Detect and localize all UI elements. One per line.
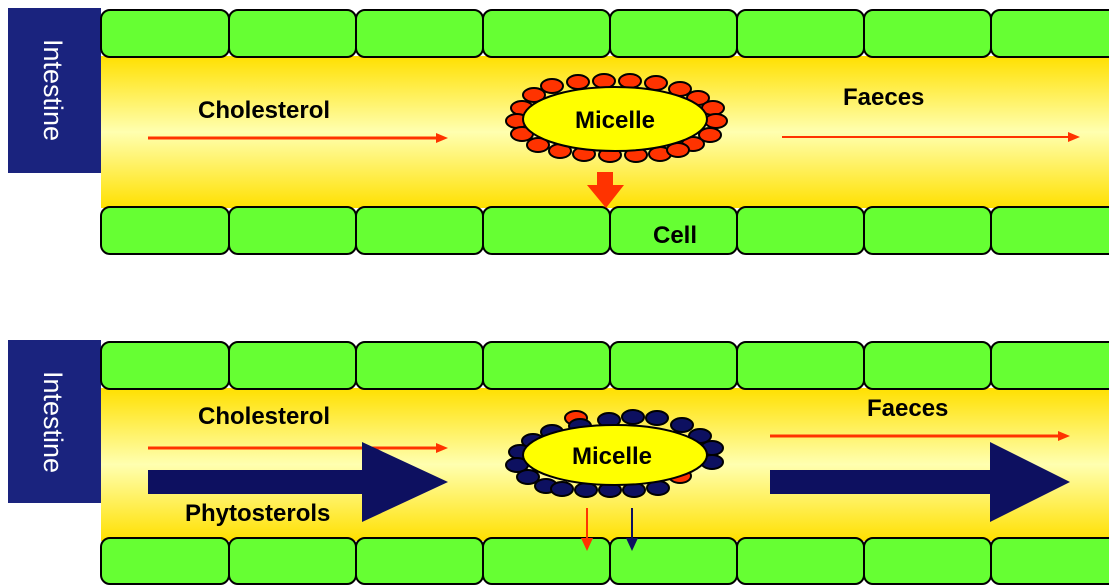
top-faeces-arrow xyxy=(782,132,1080,142)
bottom-micelle-core xyxy=(522,424,708,486)
cell xyxy=(990,537,1109,585)
cell xyxy=(228,341,357,390)
bottom-cholesterol-arrow xyxy=(148,443,448,453)
bottom-faeces-label: Faeces xyxy=(867,395,948,422)
top-upper-cell-row xyxy=(100,9,1109,58)
cell xyxy=(228,206,357,255)
cell xyxy=(228,537,357,585)
cell xyxy=(355,341,484,390)
cell xyxy=(100,537,230,585)
bottom-phytosterols-arrow xyxy=(148,442,448,522)
top-cell-label: Cell xyxy=(653,222,697,249)
cell xyxy=(990,341,1109,390)
bottom-upper-cell-row xyxy=(100,341,1109,390)
cell xyxy=(355,9,484,58)
bottom-side-label: Intestine xyxy=(38,371,68,473)
bottom-faeces-cholesterol-arrow xyxy=(770,431,1070,441)
cell xyxy=(609,537,738,585)
bottom-cholesterol-label: Cholesterol xyxy=(198,403,330,430)
top-faeces-label: Faeces xyxy=(843,84,924,111)
bottom-side-label-box xyxy=(8,340,101,503)
top-micelle-label: Micelle xyxy=(575,107,655,134)
top-cholesterol-arrow xyxy=(148,133,448,143)
cell xyxy=(990,206,1109,255)
cell xyxy=(355,537,484,585)
top-side-label-box xyxy=(8,8,101,173)
bottom-faeces-phytosterols-arrow xyxy=(770,442,1070,522)
top-lower-cell-row xyxy=(100,206,1109,255)
cell xyxy=(609,341,738,390)
cell xyxy=(736,537,865,585)
cell xyxy=(100,206,230,255)
top-micelle-core xyxy=(522,86,708,152)
top-side-label: Intestine xyxy=(38,39,68,141)
cell xyxy=(736,9,865,58)
cell xyxy=(482,9,611,58)
cell xyxy=(990,9,1109,58)
top-cholesterol-label: Cholesterol xyxy=(198,97,330,124)
top-absorption-arrow xyxy=(587,172,624,208)
cell xyxy=(482,341,611,390)
cell xyxy=(863,341,992,390)
cell xyxy=(863,206,992,255)
cell xyxy=(609,9,738,58)
bottom-cholesterol-absorption-arrow xyxy=(581,508,593,551)
cell xyxy=(100,341,230,390)
bottom-micelle-label: Micelle xyxy=(572,443,652,470)
top-panel: Intestine Cholesterol xyxy=(8,8,1109,255)
bottom-micelle: Micelle xyxy=(505,409,724,498)
cell xyxy=(355,206,484,255)
bottom-phytosterols-label: Phytosterols xyxy=(185,500,330,527)
cell xyxy=(100,9,230,58)
bottom-lower-cell-row xyxy=(100,537,1109,585)
bottom-panel: Intestine Cholesterol xyxy=(8,340,1109,585)
top-micelle: Micelle xyxy=(505,73,728,163)
cell xyxy=(863,537,992,585)
cell xyxy=(228,9,357,58)
cell xyxy=(482,537,611,585)
cell xyxy=(736,341,865,390)
cell xyxy=(736,206,865,255)
bottom-phytosterol-absorption-arrow xyxy=(626,508,638,551)
cell xyxy=(482,206,611,255)
cell xyxy=(863,9,992,58)
